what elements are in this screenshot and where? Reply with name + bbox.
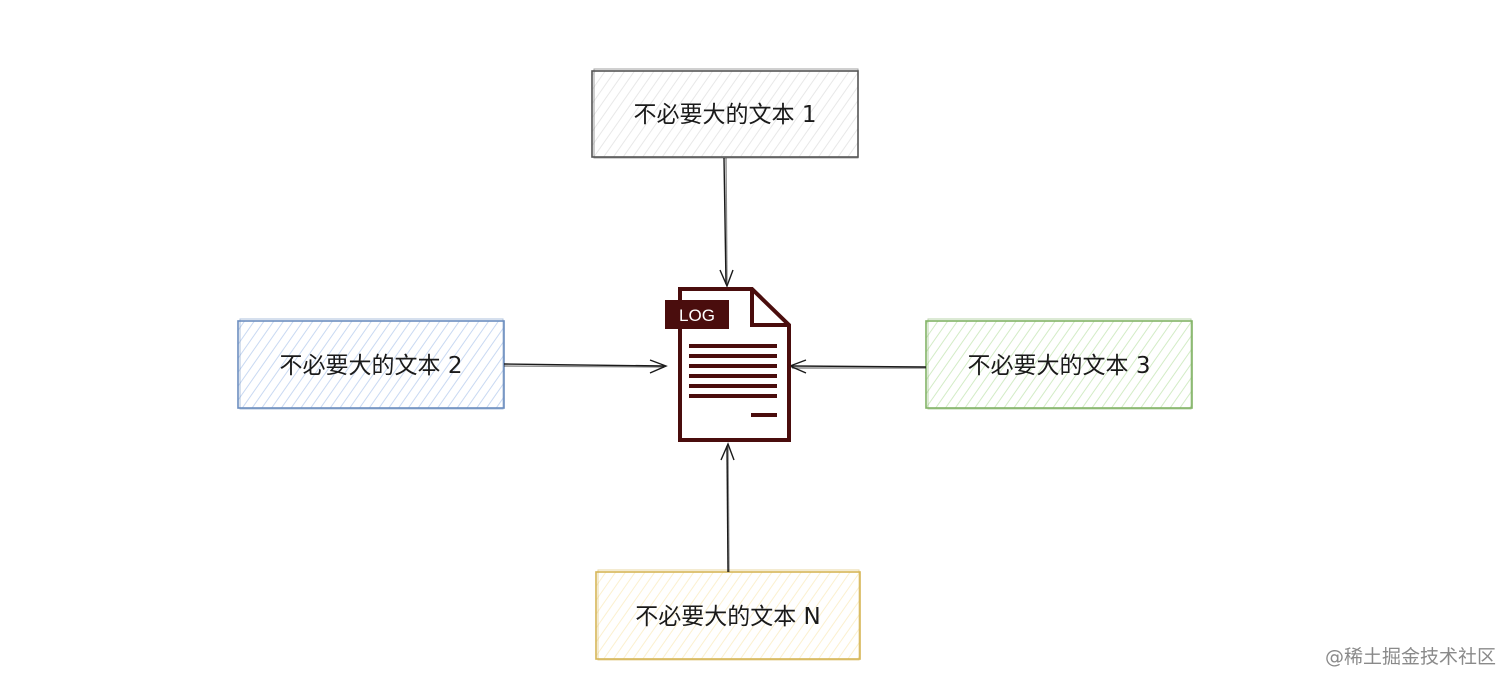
document-text-lines xyxy=(689,344,777,417)
log-badge xyxy=(665,300,729,329)
box-bottom-label: 不必要大的文本 N xyxy=(635,604,821,630)
arrowhead-left xyxy=(649,359,668,374)
arrowhead-bottom xyxy=(720,442,735,461)
log-document-icon: LOG xyxy=(665,287,791,442)
edge-top-to-log xyxy=(719,157,734,288)
box-left: 不必要大的文本 2 xyxy=(237,318,505,410)
box-left-label: 不必要大的文本 2 xyxy=(280,353,463,379)
box-left-fill xyxy=(238,321,504,408)
edge-left-to-log xyxy=(503,359,668,374)
box-left-border-sketch xyxy=(239,318,504,410)
box-top-fill xyxy=(592,71,858,157)
box-right-fill xyxy=(926,321,1192,408)
box-bottom: 不必要大的文本 N xyxy=(595,569,861,661)
box-right-label: 不必要大的文本 3 xyxy=(968,353,1151,379)
edge-right-to-log xyxy=(788,359,927,374)
box-bottom-fill xyxy=(596,572,860,659)
box-right-border xyxy=(925,320,1193,409)
arrowhead-top xyxy=(719,269,734,288)
box-top-label: 不必要大的文本 1 xyxy=(634,102,817,128)
document-fold xyxy=(750,289,789,327)
log-badge-label: LOG xyxy=(679,306,715,325)
box-right-border-sketch xyxy=(927,318,1192,410)
watermark: @稀土掘金技术社区 xyxy=(1324,646,1496,668)
box-right: 不必要大的文本 3 xyxy=(925,318,1193,410)
edge-bottom-to-log xyxy=(720,442,735,573)
box-top: 不必要大的文本 1 xyxy=(591,68,859,159)
